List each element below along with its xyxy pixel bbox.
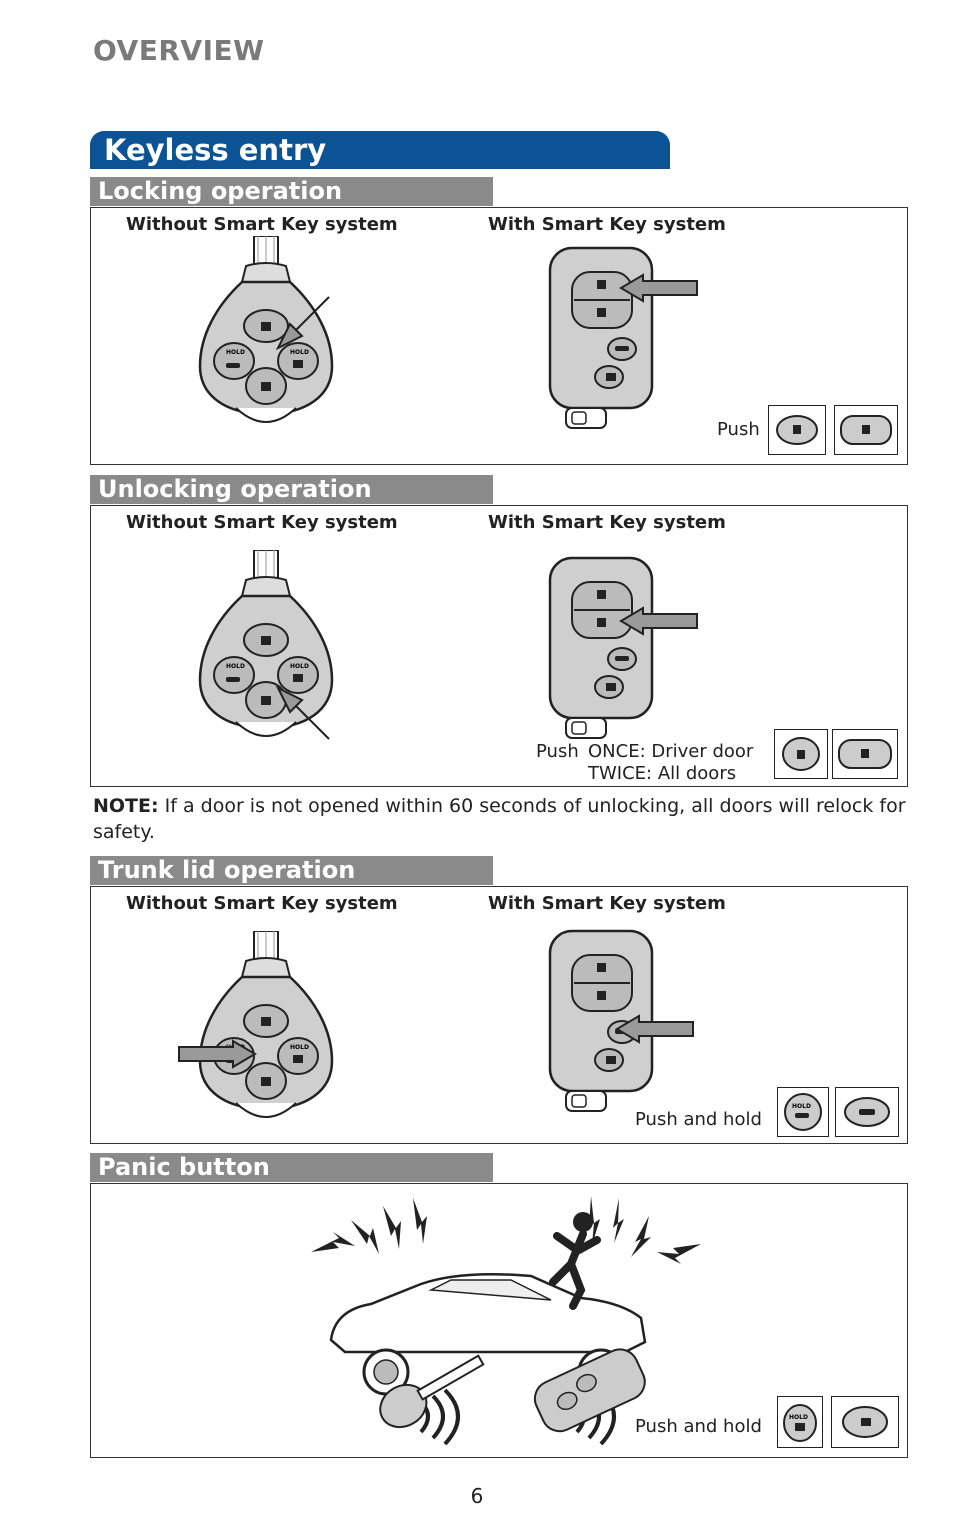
note-label: NOTE:	[93, 795, 159, 817]
key-fob-image	[196, 931, 336, 1131]
page-title: Keyless entry	[104, 133, 327, 167]
push-instruction: Push	[717, 419, 760, 440]
arrow-icon	[274, 292, 334, 352]
without-smart-key-label: Without Smart Key system	[126, 893, 398, 914]
with-smart-key-label: With Smart Key system	[488, 512, 726, 533]
arrow-icon	[274, 684, 334, 744]
page-number: 6	[470, 1484, 484, 1508]
panic-title: Panic button	[98, 1153, 270, 1181]
unlock-button-icon	[774, 729, 828, 779]
panic-hold-button-icon: HOLD	[777, 1396, 823, 1448]
smart-key-image	[546, 554, 656, 744]
locking-section-bar: Locking operation	[90, 177, 493, 206]
panic-section-bar: Panic button	[90, 1153, 493, 1182]
note-text: If a door is not opened within 60 second…	[93, 795, 906, 843]
svg-text:HOLD: HOLD	[789, 1414, 808, 1421]
trunk-section-bar: Trunk lid operation	[90, 856, 493, 885]
trunk-panel: Without Smart Key system With Smart Key …	[90, 886, 908, 1144]
trunk-button-icon	[835, 1087, 899, 1137]
arrow-icon	[615, 1014, 695, 1044]
push-instruction: Push	[536, 741, 579, 762]
with-smart-key-label: With Smart Key system	[488, 893, 726, 914]
unlocking-panel: Without Smart Key system With Smart Key …	[90, 505, 908, 787]
with-smart-key-label: With Smart Key system	[488, 214, 726, 235]
unlock-button-icon	[832, 729, 898, 779]
trunk-title: Trunk lid operation	[98, 856, 356, 884]
push-twice-text: TWICE: All doors	[588, 763, 737, 784]
lock-button-icon	[768, 405, 826, 455]
push-once-text: ONCE: Driver door	[588, 741, 754, 762]
svg-text:HOLD: HOLD	[792, 1103, 811, 1110]
trunk-hold-button-icon: HOLD	[777, 1087, 829, 1137]
locking-panel: Without Smart Key system With Smart Key …	[90, 207, 908, 465]
without-smart-key-label: Without Smart Key system	[126, 512, 398, 533]
push-instruction: Push and hold	[635, 1416, 762, 1437]
unlocking-title: Unlocking operation	[98, 475, 372, 503]
page-title-bar: Keyless entry	[90, 131, 670, 169]
arrow-icon	[619, 606, 699, 636]
locking-title: Locking operation	[98, 177, 343, 205]
without-smart-key-label: Without Smart Key system	[126, 214, 398, 235]
panic-alarm-illustration	[311, 1196, 701, 1446]
arrow-icon	[619, 273, 699, 303]
arrow-icon	[177, 1039, 257, 1069]
lock-button-icon	[834, 405, 898, 455]
panic-button-icon	[831, 1396, 899, 1448]
push-instruction: Push and hold	[635, 1109, 762, 1130]
safety-note: NOTE: If a door is not opened within 60 …	[93, 793, 913, 845]
unlocking-section-bar: Unlocking operation	[90, 475, 493, 504]
section-heading: OVERVIEW	[93, 34, 265, 67]
panic-panel: Push and hold HOLD	[90, 1183, 908, 1458]
